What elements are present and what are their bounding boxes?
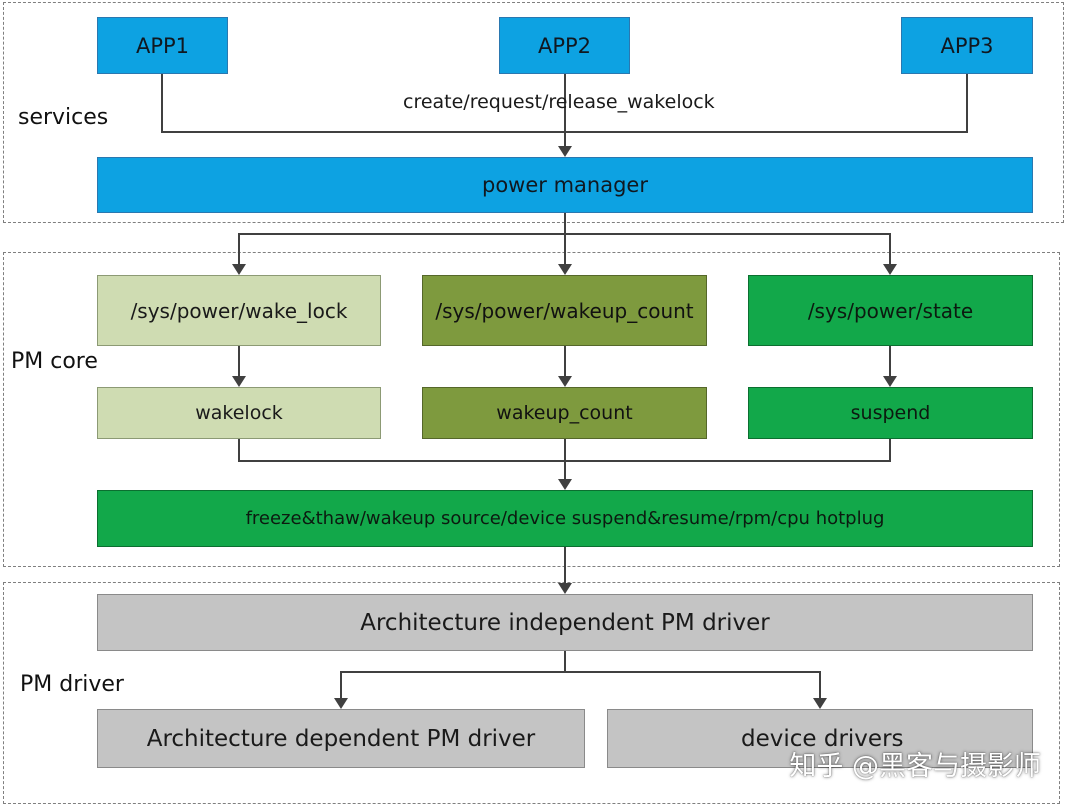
suspend-box: suspend <box>748 387 1033 439</box>
wakelock-api-label: create/request/release_wakelock <box>403 91 715 113</box>
services-region <box>3 2 1064 223</box>
pm-driver-label: PM driver <box>20 672 124 697</box>
app2-box: APP2 <box>499 17 630 74</box>
pm-core-label: PM core <box>11 349 98 374</box>
pm-driver-region <box>3 582 1060 804</box>
device-drivers-box: device drivers <box>607 709 1033 768</box>
zhihu-watermark: 知乎 @黑客与摄影师 <box>789 751 1041 782</box>
sys-power-state-box: /sys/power/state <box>748 275 1033 346</box>
arch-independent-driver-box: Architecture independent PM driver <box>97 594 1033 651</box>
app3-box: APP3 <box>901 17 1033 74</box>
arch-dependent-driver-box: Architecture dependent PM driver <box>97 709 585 768</box>
power-manager-box: power manager <box>97 157 1033 213</box>
app1-box: APP1 <box>97 17 228 74</box>
sys-power-wakeup-count-box: /sys/power/wakeup_count <box>422 275 707 346</box>
sys-power-wake-lock-box: /sys/power/wake_lock <box>97 275 381 346</box>
pm-framework-box: freeze&thaw/wakeup source/device suspend… <box>97 490 1033 547</box>
wakeup-count-box: wakeup_count <box>422 387 707 439</box>
wakelock-box: wakelock <box>97 387 381 439</box>
pm-core-region <box>3 252 1060 567</box>
services-label: services <box>18 105 109 130</box>
